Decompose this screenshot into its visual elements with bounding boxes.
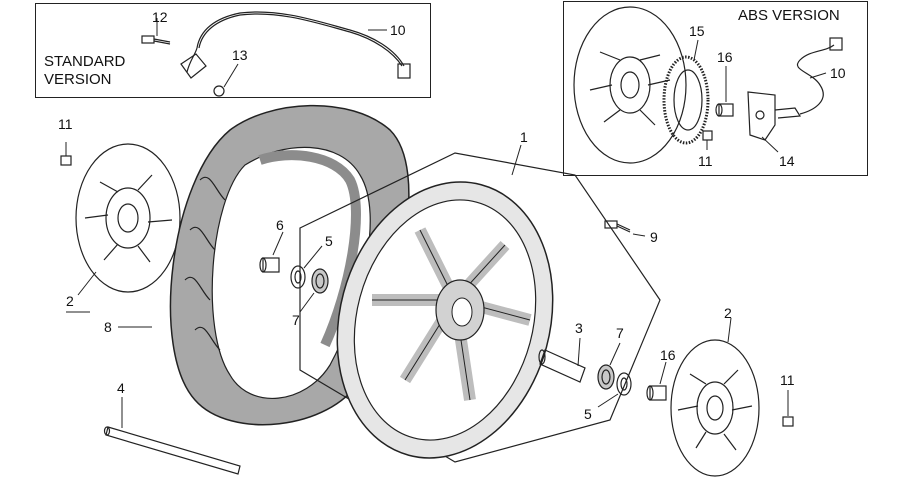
seal-5 xyxy=(290,265,306,289)
abs-version-box xyxy=(563,1,868,176)
callout-12-std: 12 xyxy=(152,9,168,25)
screw-9 xyxy=(604,220,631,233)
callout-2-left: 2 xyxy=(66,293,74,309)
standard-label-line2: VERSION xyxy=(44,71,112,88)
callout-7: 7 xyxy=(292,312,300,328)
callout-10-std: 10 xyxy=(390,22,406,38)
callout-11-left: 11 xyxy=(58,116,73,132)
callout-13-std: 13 xyxy=(232,47,248,63)
callout-5: 5 xyxy=(325,233,333,249)
callout-11-abs: 11 xyxy=(698,153,713,169)
standard-version-box xyxy=(35,3,431,98)
bearing-7b xyxy=(597,364,615,390)
callout-8-left: 8 xyxy=(104,319,112,335)
callout-3: 3 xyxy=(575,320,583,336)
callout-7b: 7 xyxy=(616,325,624,341)
left-brake-disc xyxy=(75,143,181,293)
standard-label-line1: STANDARD xyxy=(44,53,126,70)
nut-13 xyxy=(213,85,225,97)
callout-11-right: 11 xyxy=(780,372,795,388)
spacer-6 xyxy=(259,257,280,273)
callout-14-abs: 14 xyxy=(779,153,795,169)
callout-9: 9 xyxy=(650,229,658,245)
abs-tone-ring xyxy=(662,55,710,145)
hexagon-outline xyxy=(299,152,661,463)
axle-4 xyxy=(103,426,241,475)
seal-5b xyxy=(616,372,632,396)
sensor-connector xyxy=(397,63,411,79)
callout-16-abs: 16 xyxy=(717,49,733,65)
abs-sensor-cable xyxy=(797,44,835,115)
callout-5b: 5 xyxy=(584,406,592,422)
rim-1 xyxy=(336,181,554,459)
abs-brake-disc xyxy=(573,6,687,164)
callout-4-left: 4 xyxy=(117,380,125,396)
callout-16: 16 xyxy=(660,347,676,363)
abs-sensor-bracket xyxy=(747,91,802,141)
axle-spacer-3 xyxy=(538,349,586,383)
standard-version-label: STANDARD VERSION xyxy=(44,53,125,89)
abs-spacer-16 xyxy=(715,103,734,117)
left-screw-11 xyxy=(60,142,72,166)
callout-10-abs: 10 xyxy=(830,65,846,81)
abs-version-label: ABS VERSION xyxy=(738,7,840,24)
callout-1: 1 xyxy=(520,129,528,145)
spacer-16 xyxy=(646,385,667,401)
callout-6: 6 xyxy=(276,217,284,233)
abs-screw-11 xyxy=(702,130,713,141)
wheel-speed-sensor xyxy=(180,47,207,79)
right-screw-11 xyxy=(782,390,794,427)
abs-connector xyxy=(829,37,843,51)
callout-2-right: 2 xyxy=(724,305,732,321)
screw-12 xyxy=(141,35,171,45)
standard-sensor-group xyxy=(141,11,411,97)
bearing-7 xyxy=(311,268,329,294)
callout-15-abs: 15 xyxy=(689,23,705,39)
sensor-cable xyxy=(196,11,405,67)
right-brake-disc xyxy=(670,339,760,477)
